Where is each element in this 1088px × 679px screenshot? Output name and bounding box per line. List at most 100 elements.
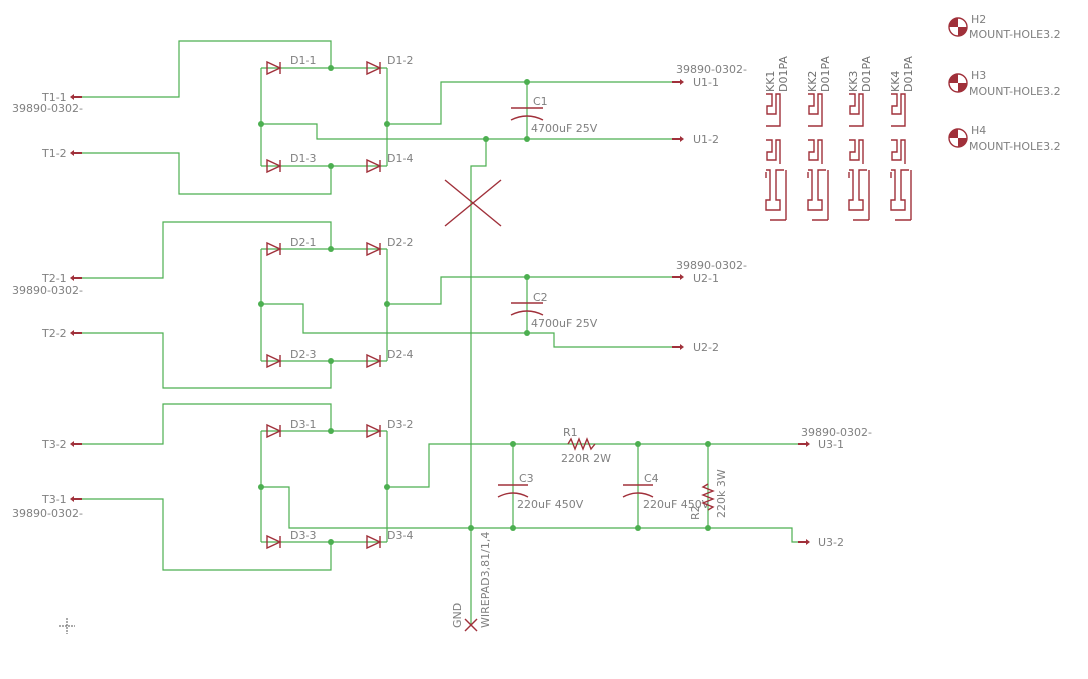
- svg-text:D2-3: D2-3: [290, 348, 316, 361]
- diode-d1-4[interactable]: D1-4: [366, 152, 413, 174]
- part-label: 39890-0302-: [676, 259, 747, 272]
- svg-text:D3-2: D3-2: [387, 418, 413, 431]
- diode-d1-3[interactable]: D1-3: [266, 152, 316, 174]
- svg-text:MOUNT-HOLE3.2: MOUNT-HOLE3.2: [969, 28, 1061, 41]
- connector-t2-2[interactable]: T2-2: [41, 327, 82, 340]
- svg-text:D01PA: D01PA: [860, 56, 873, 92]
- diode-d3-3[interactable]: D3-3: [266, 529, 316, 550]
- heatsink-kk1[interactable]: KK1 D01PA: [764, 56, 790, 221]
- connector-u2-2[interactable]: U2-2: [672, 341, 719, 354]
- pin-label: U2-1: [693, 272, 719, 285]
- capacitor-c4[interactable]: C4 220uF 450V: [622, 472, 710, 511]
- output-connectors: U1-1 39890-0302- U1-2 U2-1 39890-0302- U…: [672, 63, 872, 549]
- mount-hole-h4[interactable]: H4 MOUNT-HOLE3.2: [948, 124, 1061, 153]
- mount-holes: H2 MOUNT-HOLE3.2 H3 MOUNT-HOLE3.2 H4 MOU…: [948, 13, 1061, 153]
- connector-t1-2[interactable]: T1-2: [41, 147, 82, 160]
- svg-text:H2: H2: [971, 13, 986, 26]
- pin-label: T2-2: [41, 327, 67, 340]
- connector-t1-1[interactable]: T1-1 39890-0302-: [12, 91, 83, 115]
- connector-t3-2[interactable]: T3-2: [41, 438, 82, 451]
- heatsink-kk2[interactable]: KK2 D01PA: [806, 56, 832, 221]
- svg-text:D2-4: D2-4: [387, 348, 413, 361]
- svg-text:KK1: KK1: [764, 71, 777, 92]
- svg-text:220uF 450V: 220uF 450V: [517, 498, 584, 511]
- svg-text:R1: R1: [563, 426, 578, 439]
- input-connectors: T1-1 39890-0302- T1-2 T2-1 39890-0302- T…: [12, 91, 83, 520]
- wires: [78, 40, 800, 625]
- part-label: 39890-0302-: [12, 507, 83, 520]
- svg-text:D2-1: D2-1: [290, 236, 316, 249]
- svg-text:C2: C2: [533, 291, 548, 304]
- svg-text:4700uF 25V: 4700uF 25V: [531, 317, 598, 330]
- svg-text:GND: GND: [451, 603, 464, 628]
- diode-d1-2[interactable]: D1-2: [366, 54, 413, 76]
- junctions: [258, 65, 711, 545]
- svg-text:D01PA: D01PA: [819, 56, 832, 92]
- svg-text:C1: C1: [533, 95, 548, 108]
- svg-text:KK4: KK4: [889, 71, 902, 92]
- pin-label: U1-1: [693, 76, 719, 89]
- svg-text:D1-3: D1-3: [290, 152, 316, 165]
- mount-hole-h2[interactable]: H2 MOUNT-HOLE3.2: [948, 13, 1061, 41]
- diode-d3-1[interactable]: D3-1: [266, 418, 316, 439]
- svg-text:220uF 450V: 220uF 450V: [643, 498, 710, 511]
- diode-d3-4[interactable]: D3-4: [366, 529, 413, 550]
- heatsink-kk4[interactable]: KK4 D01PA: [889, 56, 915, 221]
- resistor-r1[interactable]: R1 220R 2W: [561, 426, 611, 465]
- part-label: 39890-0302-: [676, 63, 747, 76]
- diode-d1-1[interactable]: D1-1: [266, 54, 316, 76]
- heatsink-kk3[interactable]: KK3 D01PA: [847, 56, 873, 221]
- mount-hole-h3[interactable]: H3 MOUNT-HOLE3.2: [948, 69, 1061, 98]
- svg-text:MOUNT-HOLE3.2: MOUNT-HOLE3.2: [969, 85, 1061, 98]
- resistors: R1 220R 2W R2 220k 3W: [561, 426, 728, 520]
- gnd-wirepad[interactable]: GND WIREPAD3,81/1,4: [451, 532, 492, 632]
- pin-label: U3-1: [818, 438, 844, 451]
- pin-label: T3-2: [41, 438, 67, 451]
- diode-d3-2[interactable]: D3-2: [366, 418, 413, 439]
- diode-d2-1[interactable]: D2-1: [266, 236, 316, 257]
- capacitor-c1[interactable]: C1 4700uF 25V: [510, 95, 598, 135]
- capacitor-c3[interactable]: C3 220uF 450V: [497, 472, 584, 511]
- pin-label: T3-1: [41, 493, 67, 506]
- resistor-r2[interactable]: R2 220k 3W: [689, 469, 728, 520]
- pin-label: U2-2: [693, 341, 719, 354]
- connector-t3-1[interactable]: T3-1 39890-0302-: [12, 493, 83, 520]
- connector-u1-2[interactable]: U1-2: [672, 133, 719, 146]
- connector-u3-1[interactable]: U3-1 39890-0302-: [798, 426, 872, 451]
- svg-text:MOUNT-HOLE3.2: MOUNT-HOLE3.2: [969, 140, 1061, 153]
- svg-text:4700uF 25V: 4700uF 25V: [531, 122, 598, 135]
- connector-u3-2[interactable]: U3-2: [798, 536, 844, 549]
- svg-text:D3-1: D3-1: [290, 418, 316, 431]
- connector-u1-1[interactable]: U1-1 39890-0302-: [672, 63, 747, 89]
- svg-text:220k 3W: 220k 3W: [715, 469, 728, 518]
- svg-text:D1-1: D1-1: [290, 54, 316, 67]
- diode-d2-2[interactable]: D2-2: [366, 236, 413, 257]
- svg-text:H3: H3: [971, 69, 986, 82]
- connector-t2-1[interactable]: T2-1 39890-0302-: [12, 272, 83, 297]
- diode-d2-4[interactable]: D2-4: [366, 348, 413, 369]
- no-connect-cross-icon: [444, 179, 502, 227]
- svg-text:D01PA: D01PA: [777, 56, 790, 92]
- pin-label: T1-1: [41, 91, 67, 104]
- diodes: D1-1 D1-2 D1-3 D1-4 D2-1 D2-2 D2-3: [266, 54, 413, 550]
- svg-text:H4: H4: [971, 124, 986, 137]
- svg-text:D3-4: D3-4: [387, 529, 413, 542]
- svg-text:D2-2: D2-2: [387, 236, 413, 249]
- svg-text:C3: C3: [519, 472, 534, 485]
- svg-text:D01PA: D01PA: [902, 56, 915, 92]
- pin-label: T1-2: [41, 147, 67, 160]
- capacitor-c2[interactable]: C2 4700uF 25V: [510, 291, 598, 330]
- svg-text:KK3: KK3: [847, 71, 860, 92]
- part-label: 39890-0302-: [801, 426, 872, 439]
- svg-text:D1-4: D1-4: [387, 152, 413, 165]
- diode-d2-3[interactable]: D2-3: [266, 348, 316, 369]
- capacitors: C1 4700uF 25V C2 4700uF 25V C3 220uF 450…: [497, 95, 710, 511]
- svg-text:KK2: KK2: [806, 71, 819, 92]
- pin-label: U1-2: [693, 133, 719, 146]
- pin-label: T2-1: [41, 272, 67, 285]
- svg-text:R2: R2: [689, 505, 702, 520]
- part-label: 39890-0302-: [12, 102, 83, 115]
- connector-u2-1[interactable]: U2-1 39890-0302-: [672, 259, 747, 285]
- svg-text:WIREPAD3,81/1,4: WIREPAD3,81/1,4: [479, 532, 492, 628]
